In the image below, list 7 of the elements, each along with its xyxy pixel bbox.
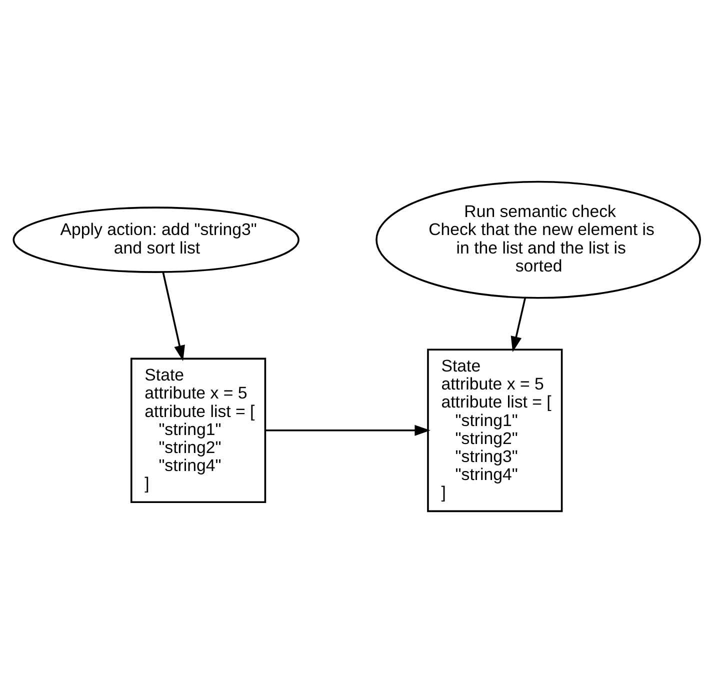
node-box: State attribute x = 5 attribute list = [ "string1" "string2" "string4" ] <box>130 357 266 503</box>
node-ellipse: Apply action: add "string3" and sort list <box>12 206 300 272</box>
node-ellipse: Run semantic check Check that the new element is in the list and the list is sorted <box>376 180 701 298</box>
arrow <box>162 272 185 361</box>
arrow <box>266 424 430 436</box>
arrow <box>510 297 526 352</box>
node-box: State attribute x = 5 attribute list = [ "string1" "string2" "string3" "string4" ] <box>427 348 563 512</box>
